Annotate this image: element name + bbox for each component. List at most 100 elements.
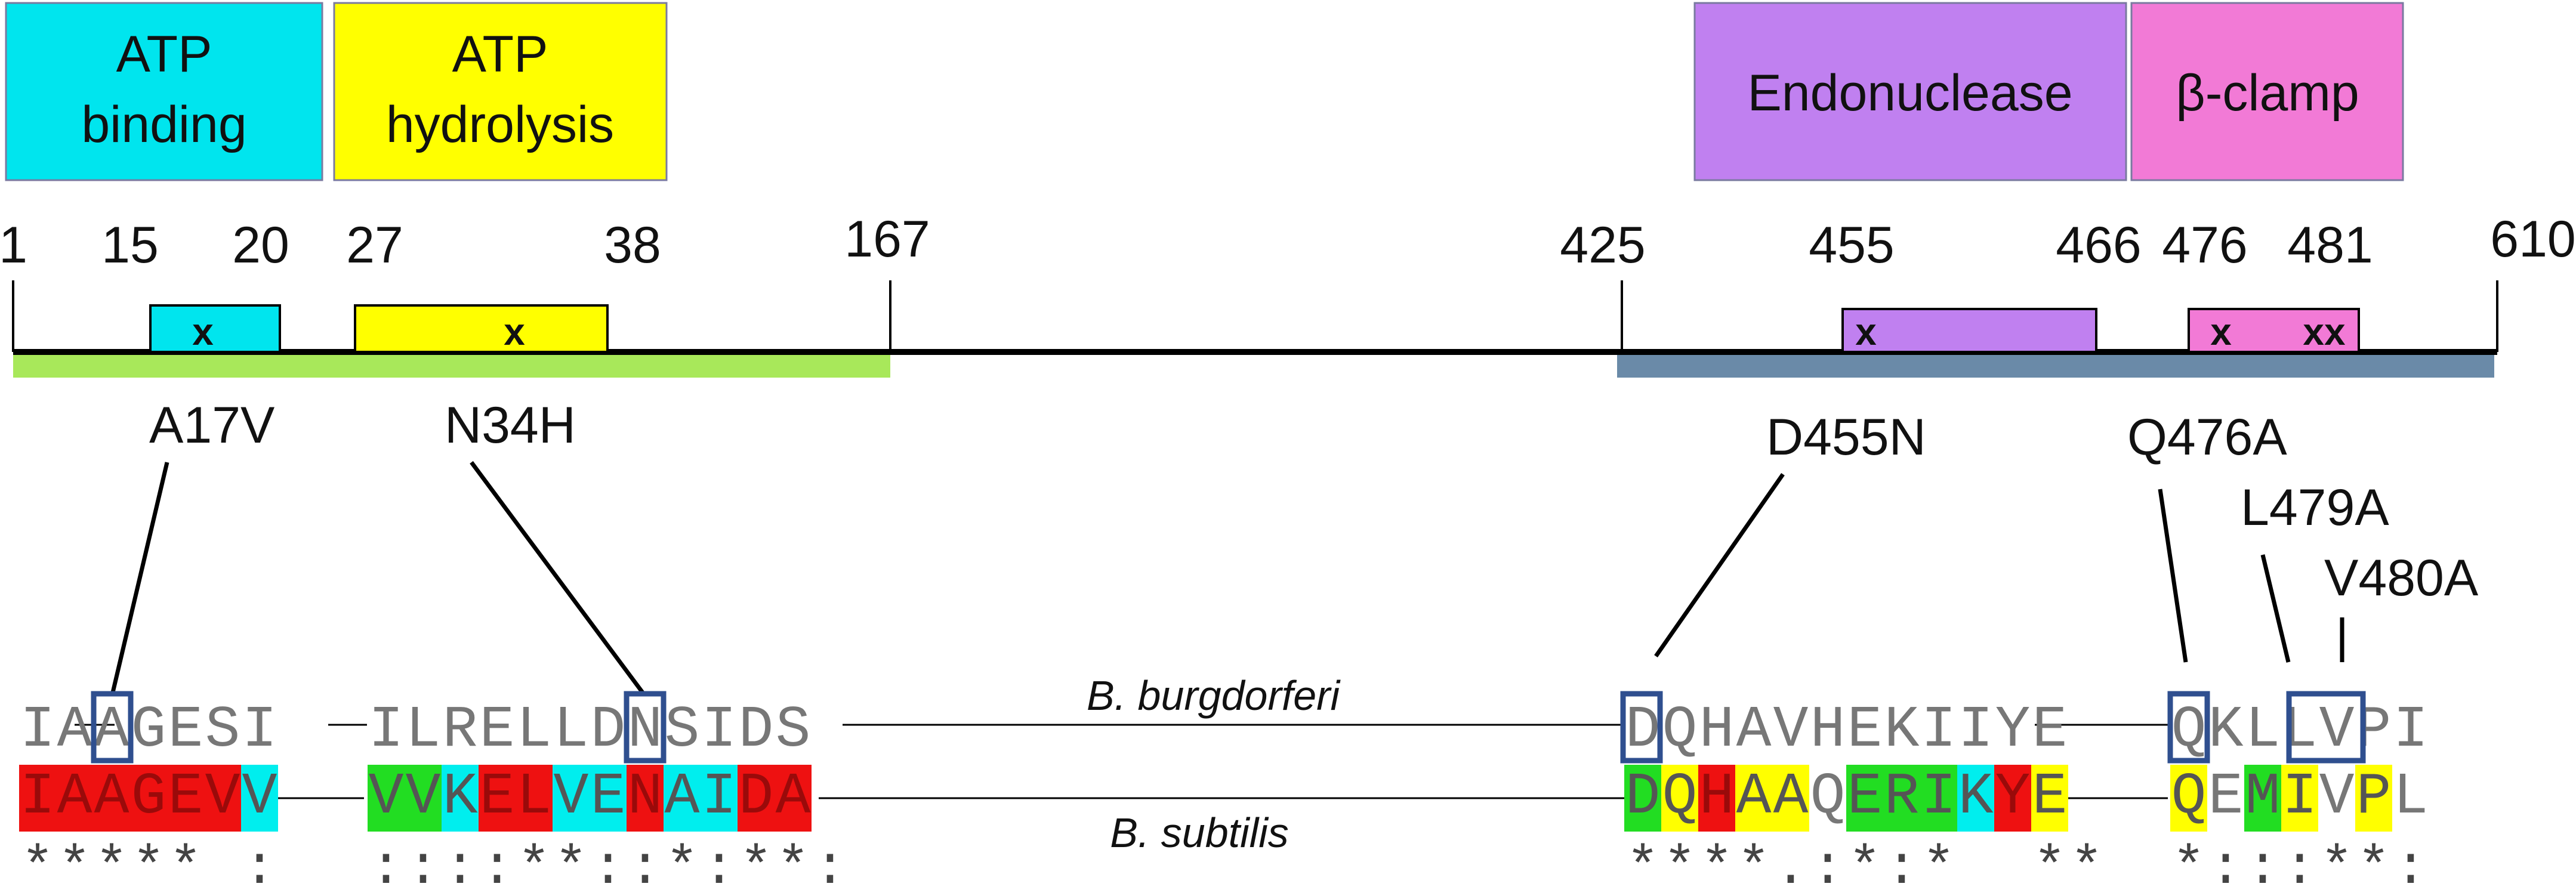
conservation-block4-6: : — [2394, 837, 2427, 893]
residue-subtilis-block2-0: V — [369, 764, 404, 830]
residue-subtilis-block2-7: N — [628, 764, 663, 830]
position-27: 27 — [346, 217, 403, 274]
residue-burgdorferi-block3-4: V — [1773, 697, 1809, 764]
mutation-labels: A17V N34H D455N Q476A L479A V480A — [149, 397, 2479, 607]
motif-455-466 — [1841, 308, 2097, 353]
residue-burgdorferi-block2-6: D — [591, 697, 626, 764]
residue-highlight-block3-4 — [1772, 765, 1809, 832]
residue-highlight-block2-1 — [405, 765, 442, 832]
box-l479-v480 — [2286, 691, 2366, 764]
mutation-q476a: Q476A — [2127, 409, 2287, 466]
residue-burgdorferi-block4-2: L — [2245, 697, 2281, 764]
residue-burgdorferi-block2-7: N — [628, 697, 663, 764]
residue-burgdorferi-block1-2: A — [94, 697, 129, 764]
box-q476 — [2167, 691, 2210, 764]
position-1: 1 — [0, 217, 27, 274]
conservation-block1-2: * — [95, 837, 128, 893]
conservation-block2-11: * — [776, 837, 809, 893]
residue-subtilis-block4-4: V — [2319, 764, 2355, 830]
residue-subtilis-block4-3: I — [2282, 764, 2318, 830]
residue-subtilis-block3-0: D — [1625, 764, 1661, 830]
position-476: 476 — [2162, 217, 2248, 274]
residue-burgdorferi-block2-5: L — [554, 697, 589, 764]
residue-highlight-block2-7 — [627, 765, 664, 832]
residue-highlight-block3-0 — [1624, 765, 1661, 832]
conservation-block3-11: * — [2033, 837, 2066, 893]
mutation-v480a: V480A — [2324, 549, 2479, 607]
conservation-block1-0: * — [21, 837, 54, 893]
marker-n34: x — [504, 310, 525, 353]
residue-subtilis-block4-0: Q — [2171, 764, 2207, 830]
residue-highlight-block4-0 — [2170, 765, 2207, 832]
residue-subtilis-block2-4: L — [517, 764, 552, 830]
residue-subtilis-block4-5: P — [2356, 764, 2392, 830]
conservation-block2-10: * — [739, 837, 772, 893]
conservation-block3-6: * — [1848, 837, 1881, 893]
conservation-block2-9: : — [702, 837, 735, 893]
residue-burgdorferi-block3-1: Q — [1662, 697, 1698, 764]
residue-highlight-block4-5 — [2355, 765, 2392, 832]
domain-beta-clamp: β-clamp — [2130, 2, 2404, 181]
position-481: 481 — [2287, 217, 2373, 274]
conservation-block1-3: * — [132, 837, 165, 893]
residue-highlight-block2-2 — [442, 765, 479, 832]
conservation-block2-1: : — [406, 837, 439, 893]
mutation-a17v: A17V — [149, 397, 274, 454]
residue-subtilis-block3-1: Q — [1662, 764, 1698, 830]
c-terminal-region — [1617, 355, 2494, 378]
residue-subtilis-block4-6: L — [2393, 764, 2429, 830]
conservation-block3-2: * — [1700, 837, 1733, 893]
residue-subtilis-block4-1: E — [2208, 764, 2244, 830]
conservation-block4-2: : — [2246, 837, 2279, 893]
conservation-block3-1: * — [1663, 837, 1696, 893]
conservation-block2-12: : — [813, 837, 846, 893]
residue-burgdorferi-block2-10: D — [739, 697, 774, 764]
residue-burgdorferi-block3-9: I — [1958, 697, 1994, 764]
residue-burgdorferi-block3-6: E — [1847, 697, 1883, 764]
residue-highlight-block1-0 — [19, 765, 56, 832]
conservation-block2-3: : — [480, 837, 513, 893]
position-167: 167 — [844, 211, 930, 268]
residue-burgdorferi-block1-6: I — [242, 697, 277, 764]
residue-subtilis-block3-10: Y — [1995, 764, 2031, 830]
species-bottom-label: B. subtilis — [1110, 810, 1289, 856]
residue-subtilis-block3-11: E — [2032, 764, 2068, 830]
motif-15-20 — [149, 304, 281, 353]
residue-subtilis-block1-3: G — [131, 764, 166, 830]
residue-highlight-block2-8 — [664, 765, 701, 832]
residue-subtilis-block1-6: V — [242, 764, 277, 830]
residue-subtilis-block2-3: E — [480, 764, 515, 830]
box-a17 — [91, 691, 134, 764]
residue-highlight-block3-7 — [1883, 765, 1920, 832]
motif-27-38 — [354, 304, 609, 353]
residue-burgdorferi-block3-5: H — [1810, 697, 1846, 764]
residue-subtilis-block2-8: A — [665, 764, 700, 830]
residue-subtilis-block3-8: I — [1921, 764, 1957, 830]
residue-subtilis-block3-6: E — [1847, 764, 1883, 830]
residue-highlight-block3-9 — [1957, 765, 1994, 832]
residue-subtilis-block1-2: A — [94, 764, 129, 830]
domain-atp-hydrolysis: ATP hydrolysis — [333, 2, 668, 181]
mutation-n34h: N34H — [445, 397, 576, 454]
residue-burgdorferi-block1-5: S — [205, 697, 240, 764]
domain-beta-clamp-label: β-clamp — [2176, 64, 2359, 122]
marker-d455: x — [1855, 310, 1877, 353]
conservation-block4-4: * — [2320, 837, 2353, 893]
conservation-block3-8: * — [1922, 837, 1955, 893]
domain-endonuclease-label: Endonuclease — [1747, 64, 2072, 122]
conservation-block3-3: * — [1737, 837, 1770, 893]
position-20: 20 — [232, 217, 289, 274]
residue-burgdorferi-block3-11: E — [2032, 697, 2068, 764]
residue-highlight-block3-10 — [1994, 765, 2031, 832]
residue-burgdorferi-block4-6: I — [2393, 697, 2429, 764]
residue-subtilis-block1-0: I — [20, 764, 55, 830]
box-d455 — [1620, 691, 1663, 764]
domain-endonuclease: Endonuclease — [1693, 2, 2127, 181]
residue-highlight-block4-3 — [2281, 765, 2318, 832]
conservation-block4-1: : — [2209, 837, 2242, 893]
mutation-connectors — [110, 461, 2344, 697]
conservation-block3-4: . — [1774, 837, 1807, 893]
